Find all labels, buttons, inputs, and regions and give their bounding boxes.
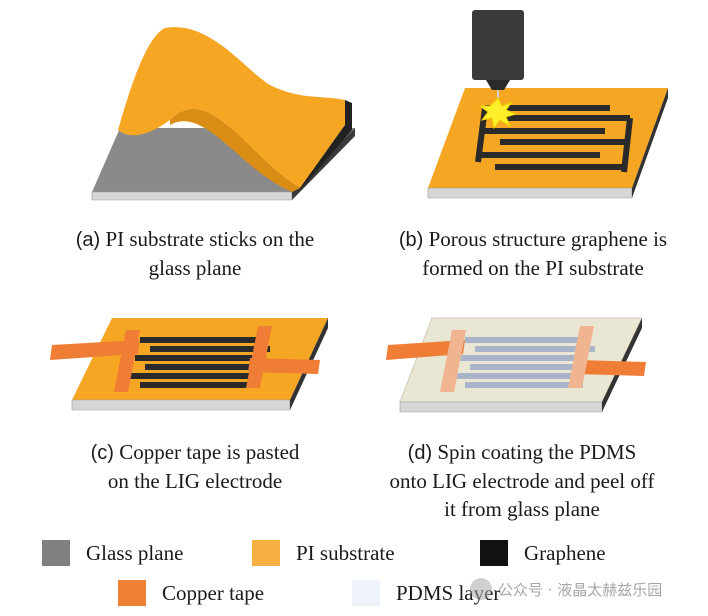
legend-swatch-glass (42, 540, 70, 566)
copper-tape-right (248, 358, 320, 374)
legend-graphene: Graphene (480, 540, 606, 566)
caption-a-line2: glass plane (148, 256, 242, 280)
caption-d-line3: it from glass plane (444, 497, 600, 521)
panel-c-illustration (50, 318, 328, 411)
laser-nozzle (486, 80, 510, 90)
glass-plane-front (91, 191, 293, 201)
caption-b-tag: (b) (398, 229, 424, 251)
copper-tape-right-d (576, 360, 646, 376)
caption-d: (d) Spin coating the PDMS onto LIG elect… (348, 438, 696, 523)
legend-swatch-graphene (480, 540, 508, 566)
graphene-electrode-c (130, 337, 270, 388)
legend-label-pi: PI substrate (296, 540, 395, 565)
caption-c-tag: (c) (90, 442, 114, 464)
legend-glass-plane: Glass plane (42, 540, 183, 566)
caption-a-line1: PI substrate sticks on the (105, 227, 315, 251)
caption-a-tag: (a) (75, 229, 101, 251)
wechat-icon (470, 578, 492, 600)
legend-swatch-pi (252, 540, 280, 566)
legend-label-graphene: Graphene (524, 540, 606, 565)
watermark: 公众号 · 液晶太赫兹乐园 (470, 578, 662, 600)
caption-a: (a) PI substrate sticks on the glass pla… (30, 225, 360, 282)
legend-swatch-pdms (352, 580, 380, 606)
laser-head (472, 10, 524, 80)
panel-d-illustration (386, 317, 646, 413)
legend-copper-tape: Copper tape (118, 580, 264, 606)
copper-tape-right-strip-d (568, 326, 594, 388)
legend-swatch-copper (118, 580, 146, 606)
glass-plane-top-b (428, 88, 668, 188)
laser-spark (478, 97, 518, 130)
caption-c: (c) Copper tape is pasted on the LIG ele… (30, 438, 360, 495)
caption-c-line1: Copper tape is pasted (119, 440, 300, 464)
legend-label-copper: Copper tape (162, 580, 265, 605)
glass-plane-front-d (399, 401, 603, 413)
legend-pi-substrate: PI substrate (252, 540, 395, 566)
glass-plane-side-b (632, 88, 668, 198)
pi-substrate-fold (170, 109, 300, 192)
pi-substrate-edge (300, 100, 352, 190)
watermark-text: 公众号 · 液晶太赫兹乐园 (498, 580, 663, 599)
graphene-electrode-b (475, 105, 633, 173)
caption-c-line2: on the LIG electrode (107, 469, 283, 493)
pi-substrate-sheet (118, 27, 345, 189)
caption-b: (b) Porous structure graphene is formed … (368, 225, 698, 282)
copper-tape-left-strip (114, 330, 140, 392)
copper-tape-left-strip-d (440, 330, 466, 392)
caption-d-line1: Spin coating the PDMS (437, 440, 637, 464)
copper-tape-left (50, 340, 140, 360)
caption-b-line1: Porous structure graphene is (428, 227, 668, 251)
caption-d-line2: onto LIG electrode and peel off (389, 469, 655, 493)
panel-a-illustration (91, 27, 355, 201)
caption-d-tag: (d) (407, 442, 433, 464)
glass-plane-side (292, 128, 355, 200)
glass-plane-front-c (71, 399, 291, 411)
panel-b-illustration (427, 10, 668, 199)
legend-label-glass: Glass plane (86, 540, 184, 565)
copper-tape-left-d (386, 340, 465, 360)
copper-tape-right-strip (246, 326, 272, 388)
graphene-electrode-d (455, 337, 595, 388)
glass-plane-front-b (427, 187, 633, 199)
caption-b-line2: formed on the PI substrate (422, 256, 644, 280)
